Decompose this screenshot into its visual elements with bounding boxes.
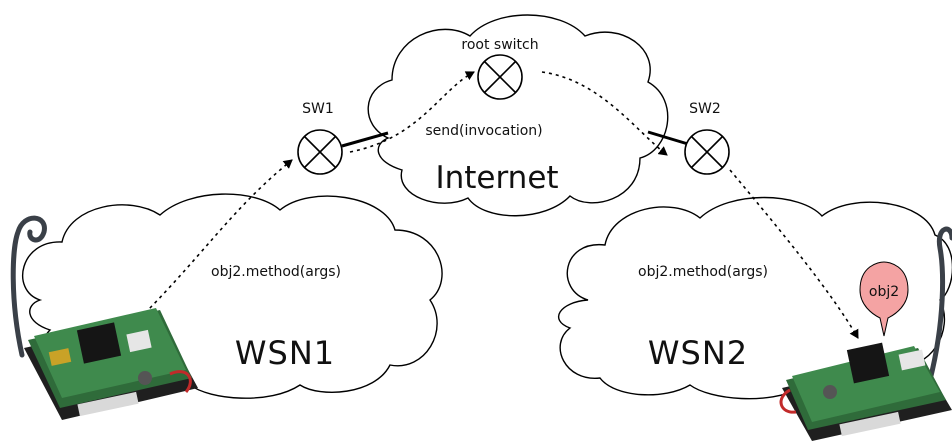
obj2-map-pin-icon [859,261,909,337]
internet-label: Internet [435,160,558,196]
wsn2-cloud [557,196,952,400]
sw2-internet-link [647,130,689,146]
wsn2-call-label: obj2.method(args) [638,264,768,280]
sw2-switch-icon [684,129,730,175]
obj2-marker-label: obj2 [869,284,899,300]
root-switch-label: root switch [461,37,538,53]
sensor-node-right-icon [779,226,952,441]
invocation-path-wsn1-to-sw1 [129,159,293,329]
sensor-node-left-icon [10,215,198,420]
sw2-label: SW2 [689,101,721,117]
root-switch-icon [477,54,523,100]
invocation-path-sw2-to-wsn2 [729,169,859,339]
sw1-label: SW1 [302,101,334,117]
invocation-path-sw1-to-root [349,71,475,153]
wsn1-call-label: obj2.method(args) [211,264,341,280]
sw1-internet-link [341,131,389,148]
wsn1-label: WSN1 [235,334,335,372]
sw1-switch-icon [297,129,343,175]
send-invocation-label: send(invocation) [425,123,542,139]
internet-cloud [367,14,669,217]
wsn2-label: WSN2 [648,334,748,372]
